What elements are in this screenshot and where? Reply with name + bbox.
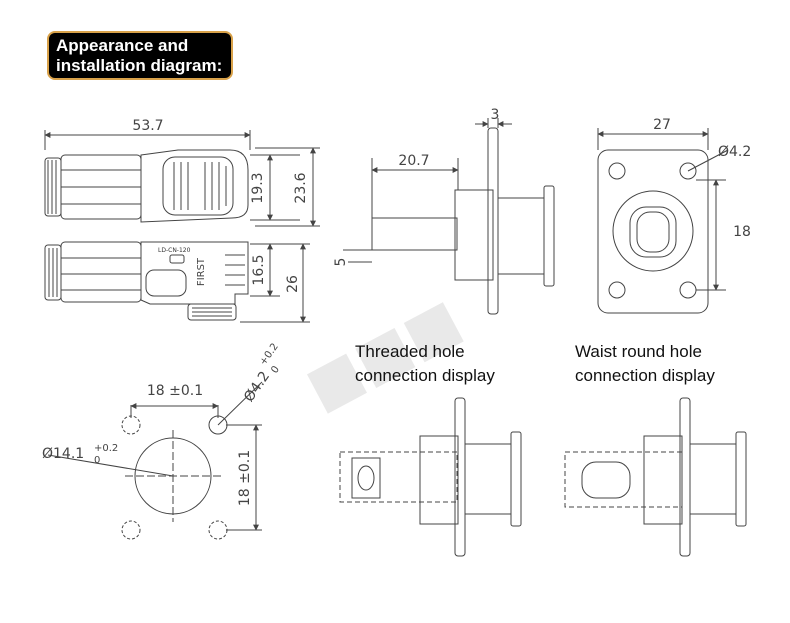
dim-center-dia-base: Ø14.1 xyxy=(42,446,84,462)
dim-hole-v-spacing: 18 ±0.1 xyxy=(237,450,253,506)
dim-center-dia-tol: +0.2 xyxy=(94,443,118,454)
plug-side-view xyxy=(44,130,320,227)
dim-hole-spacing: 18 xyxy=(733,224,751,240)
socket-front-view xyxy=(597,128,729,314)
plug-lower-view xyxy=(44,241,310,323)
dim-total-height: 23.6 xyxy=(293,172,309,203)
waist-connection-view xyxy=(564,397,747,557)
socket-side-view xyxy=(343,118,555,315)
dim-hole-dia-sub: 0 xyxy=(269,364,282,376)
caption-threaded-line2: connection display xyxy=(355,366,495,385)
dim-lower-total: 26 xyxy=(285,275,301,293)
title-line-2: installation diagram: xyxy=(56,56,223,75)
dim-pin-offset: 5 xyxy=(333,258,349,267)
dim-top-length: 53.7 xyxy=(132,118,163,134)
dim-front-width: 27 xyxy=(653,117,671,133)
dim-lower-height: 16.5 xyxy=(251,254,267,285)
dim-hole-dia-group: Ø4.2 +0.2 0 xyxy=(241,341,282,405)
title-line-1: Appearance and xyxy=(56,36,189,55)
caption-waist-line2: connection display xyxy=(575,366,715,385)
caption-waist-line1: Waist round hole xyxy=(575,342,702,361)
dim-hole-h-spacing: 18 ±0.1 xyxy=(147,383,203,399)
hole-pattern xyxy=(47,381,263,540)
threaded-connection-view xyxy=(339,397,522,557)
dim-hole-dia-tol: +0.2 xyxy=(258,341,281,367)
dim-pin-length: 20.7 xyxy=(398,153,429,169)
dim-center-dia-sub: 0 xyxy=(94,455,100,466)
dim-body-height: 19.3 xyxy=(250,172,266,203)
dim-hole-dia-base: Ø4.2 xyxy=(241,369,273,405)
dim-flange-thickness: 3 xyxy=(491,107,500,123)
dim-hole-diameter: Ø4.2 xyxy=(718,144,751,160)
caption-threaded-line1: Threaded hole xyxy=(355,342,465,361)
title-badge: Appearance and installation diagram: xyxy=(47,31,233,80)
marking-model: LD-CN-120 xyxy=(158,247,191,254)
marking-brand: FIRST xyxy=(196,257,207,286)
